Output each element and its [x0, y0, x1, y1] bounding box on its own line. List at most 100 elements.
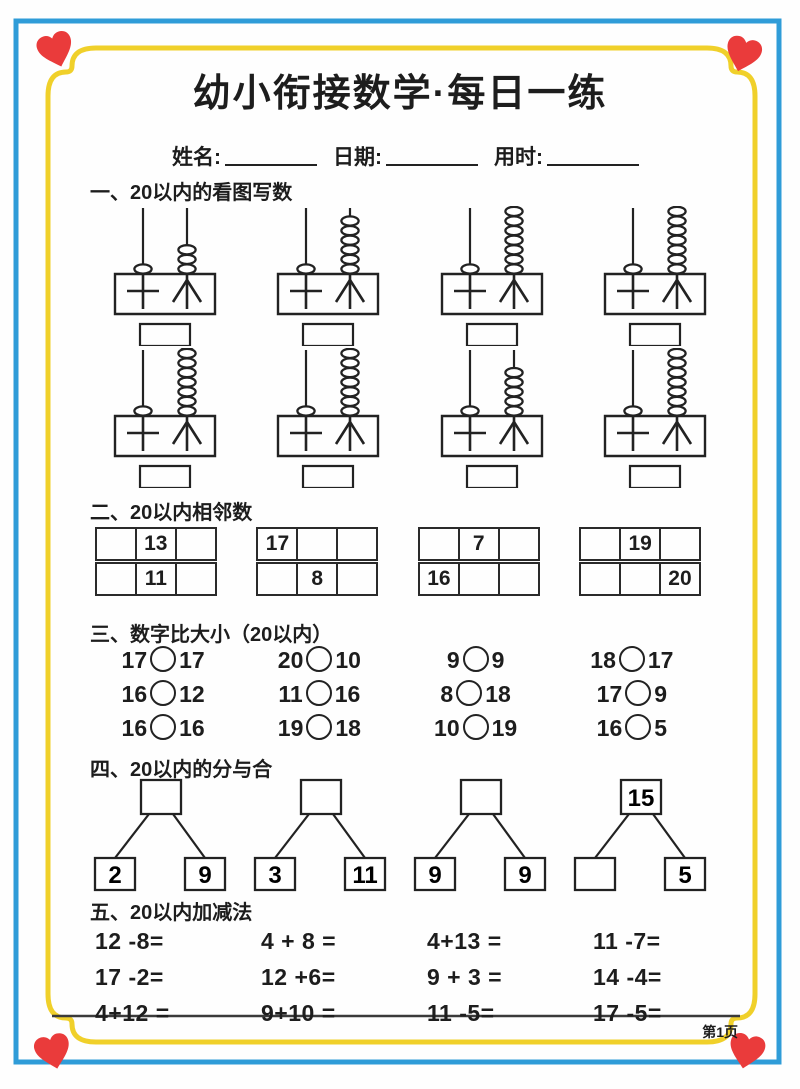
neighbor-cell[interactable] — [95, 527, 137, 561]
bead — [667, 348, 687, 360]
arith-problem: 4+13 = — [427, 928, 502, 954]
neighbor-cell: 17 — [256, 527, 299, 561]
section4-heading: 四、20以内的分与合 — [90, 759, 273, 781]
answer-box[interactable] — [140, 466, 190, 488]
compare-circle[interactable] — [150, 645, 177, 672]
name-blank[interactable] — [225, 143, 317, 166]
arith-problem: 4+12 = — [95, 1000, 170, 1026]
bead — [177, 244, 197, 256]
compare-circle[interactable] — [306, 713, 333, 740]
compare-circle[interactable] — [306, 645, 333, 672]
neighbor-cell[interactable] — [457, 562, 500, 596]
heart-icon — [36, 31, 72, 67]
bead — [340, 244, 361, 256]
counter-frame — [442, 416, 542, 456]
answer-box[interactable] — [140, 324, 190, 346]
bead — [340, 263, 361, 275]
compare-circle[interactable] — [456, 679, 483, 706]
answer-box[interactable] — [630, 324, 680, 346]
neighbor-cell[interactable] — [417, 527, 460, 561]
bead — [177, 357, 197, 369]
date-blank[interactable] — [386, 143, 478, 166]
neighbor-cell[interactable] — [336, 562, 379, 596]
compare-circle[interactable] — [625, 713, 652, 740]
bead — [503, 376, 524, 388]
arithmetic-grid: 12 -8= 4 + 8 = 4+13 = 11 -7= 17 -2= 12 +… — [95, 928, 715, 1027]
neighbor-cell: 19 — [619, 527, 662, 561]
compare-right: 16 — [334, 681, 361, 707]
bead — [177, 348, 197, 360]
abacus-row-1 — [95, 206, 725, 346]
bead — [177, 366, 197, 379]
bond-top-box[interactable] — [461, 780, 501, 814]
abacus — [258, 348, 398, 488]
neighbor-cell[interactable] — [497, 527, 540, 561]
neighbor-cell[interactable] — [95, 562, 137, 596]
neighbor-cell: 16 — [417, 562, 460, 596]
bead — [340, 253, 361, 266]
neighbor-cell[interactable] — [579, 527, 622, 561]
bead — [667, 263, 687, 275]
neighbor-cell[interactable] — [658, 527, 701, 561]
bead — [667, 357, 687, 369]
compare-left: 17 — [121, 647, 148, 673]
compare-right: 9 — [654, 681, 668, 707]
compare-circle[interactable] — [462, 713, 489, 740]
compare-circle[interactable] — [462, 645, 489, 672]
bead — [667, 386, 687, 398]
answer-box[interactable] — [630, 466, 680, 488]
answer-box[interactable] — [303, 324, 353, 346]
bead — [503, 386, 524, 398]
abacus — [95, 206, 235, 346]
neighbor-cell[interactable] — [579, 562, 622, 596]
bond-left-box[interactable] — [575, 858, 615, 890]
compare-right: 5 — [654, 715, 668, 741]
bond-top-box[interactable] — [301, 780, 341, 814]
svg-text:9: 9 — [518, 862, 531, 889]
neighbor-cell[interactable] — [336, 527, 379, 561]
neighbor-cell[interactable] — [296, 527, 339, 561]
arith-problem: 11 -7= — [593, 928, 661, 954]
abacus — [585, 206, 725, 346]
number-bond: 3 11 — [245, 778, 395, 896]
compare-circle[interactable] — [625, 679, 652, 706]
compare-circle[interactable] — [150, 713, 177, 740]
bead — [667, 376, 687, 388]
compare-circle[interactable] — [618, 645, 645, 672]
arith-problem: 11 -5= — [427, 1000, 495, 1026]
bead — [667, 244, 687, 256]
bead — [177, 405, 197, 417]
bead — [459, 405, 480, 417]
neighbor-cell[interactable] — [174, 527, 217, 561]
bead — [503, 234, 524, 246]
number-bond: 9 9 — [405, 778, 555, 896]
bond-top-box[interactable] — [141, 780, 181, 814]
compare-left: 16 — [121, 681, 148, 707]
neighbor-cell[interactable] — [497, 562, 540, 596]
neighbor-cell[interactable] — [256, 562, 299, 596]
neighbor-cell[interactable] — [619, 562, 662, 596]
compare-left: 18 — [590, 647, 616, 673]
number-bond-row: 2 9 3 11 9 9 15 5 — [85, 778, 715, 896]
answer-box[interactable] — [467, 466, 517, 488]
answer-box[interactable] — [467, 324, 517, 346]
arith-problem: 9+10 = — [261, 1000, 336, 1026]
compare-right: 10 — [335, 647, 361, 673]
compare-circle[interactable] — [305, 679, 332, 706]
compare-left: 16 — [596, 715, 623, 741]
time-blank[interactable] — [547, 143, 639, 166]
answer-box[interactable] — [303, 466, 353, 488]
bead — [340, 366, 361, 379]
compare-right: 17 — [647, 647, 674, 673]
neighbor-cell: 13 — [134, 527, 177, 561]
bead — [296, 263, 317, 275]
page-title: 幼小衔接数学·每日一练 — [192, 73, 608, 115]
neighbor-cell[interactable] — [174, 562, 217, 596]
compare-circle[interactable] — [150, 679, 177, 706]
